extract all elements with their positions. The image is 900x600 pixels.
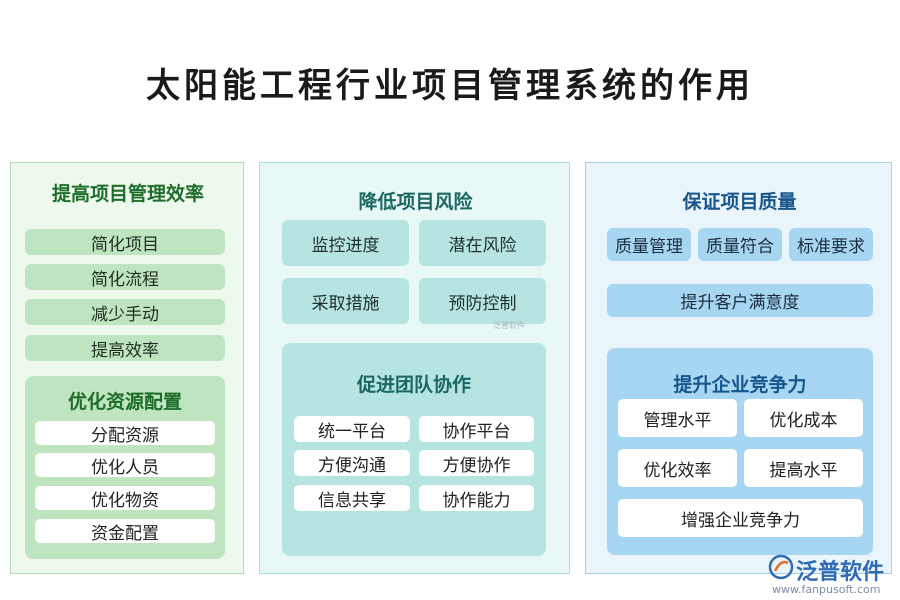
efficiency-item: 减少手动 [25, 299, 225, 325]
risk-heading: 降低项目风险 [358, 190, 473, 213]
quality-heading: 保证项目质量 [682, 190, 797, 213]
resource-allocation-box: 优化资源配置 分配资源 优化人员 优化物资 资金配置 [25, 376, 225, 559]
teamwork-item: 统一平台 [294, 416, 410, 442]
brand-logo: 泛普软件 www.fanpusoft.com [768, 552, 894, 596]
risk-item: 监控进度 [282, 220, 409, 266]
page-title: 太阳能工程行业项目管理系统的作用 [146, 66, 754, 106]
efficiency-panel: 提高项目管理效率 简化项目 简化流程 减少手动 提高效率 优化资源配置 分配资源… [10, 162, 244, 574]
competitiveness-box: 提升企业竞争力 管理水平 优化成本 优化效率 提高水平 增强企业竞争力 [607, 348, 873, 555]
teamwork-heading: 促进团队协作 [356, 373, 471, 396]
competitiveness-wide-item: 增强企业竞争力 [618, 499, 863, 537]
risk-item: 采取措施 [282, 278, 409, 324]
risk-panel: 降低项目风险 监控进度 潜在风险 采取措施 预防控制 泛普软件 促进团队协作 统… [259, 162, 570, 574]
teamwork-item: 协作平台 [419, 416, 534, 442]
efficiency-item: 简化流程 [25, 264, 225, 290]
resource-item: 资金配置 [35, 519, 215, 544]
quality-item: 标准要求 [789, 228, 873, 261]
efficiency-heading: 提高项目管理效率 [51, 182, 204, 205]
customer-satisfaction-item: 提升客户满意度 [607, 284, 873, 317]
competitiveness-item: 提高水平 [744, 449, 863, 487]
resource-item: 优化人员 [35, 453, 215, 478]
quality-item: 质量符合 [698, 228, 782, 261]
efficiency-item: 提高效率 [25, 335, 225, 361]
logo-icon [768, 554, 794, 580]
teamwork-item: 信息共享 [294, 485, 410, 511]
teamwork-box: 促进团队协作 统一平台 协作平台 方便沟通 方便协作 信息共享 协作能力 [282, 343, 546, 556]
competitiveness-heading: 提升企业竞争力 [673, 373, 807, 396]
risk-item: 预防控制 [419, 278, 546, 324]
teamwork-item: 方便沟通 [294, 450, 410, 476]
watermark: 泛普软件 [493, 320, 525, 330]
logo-url: www.fanpusoft.com [772, 583, 881, 596]
teamwork-item: 方便协作 [419, 450, 534, 476]
teamwork-item: 协作能力 [419, 485, 534, 511]
quality-panel: 保证项目质量 质量管理 质量符合 标准要求 提升客户满意度 提升企业竞争力 管理… [585, 162, 892, 574]
resource-item: 优化物资 [35, 486, 215, 511]
quality-item: 质量管理 [607, 228, 691, 261]
competitiveness-item: 优化成本 [744, 399, 863, 437]
competitiveness-item: 管理水平 [618, 399, 737, 437]
risk-item: 潜在风险 [419, 220, 546, 266]
logo-name: 泛普软件 [796, 560, 885, 585]
resource-item: 分配资源 [35, 421, 215, 446]
efficiency-item: 简化项目 [25, 229, 225, 255]
competitiveness-item: 优化效率 [618, 449, 737, 487]
resource-heading: 优化资源配置 [67, 390, 182, 413]
